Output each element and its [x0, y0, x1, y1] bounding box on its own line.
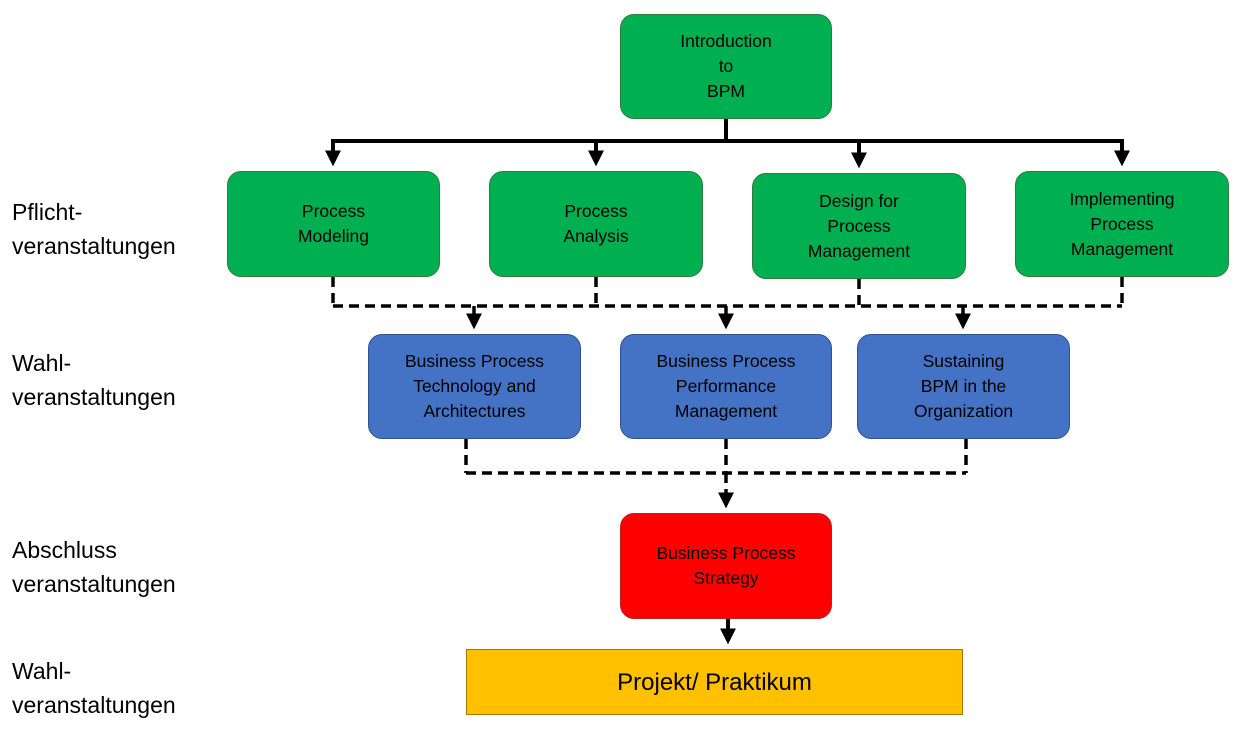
node-projekt-praktikum: Projekt/ Praktikum — [466, 649, 963, 715]
node-implementing-process-management: Implementing Process Management — [1015, 171, 1229, 277]
node-sustaining-bpm: Sustaining BPM in the Organization — [857, 334, 1070, 439]
node-design-process-management: Design for Process Management — [752, 173, 966, 279]
row-label-wahl-2: Wahl- veranstaltungen — [12, 658, 176, 718]
node-process-analysis: Process Analysis — [489, 171, 703, 277]
node-process-modeling: Process Modeling — [227, 171, 440, 277]
row-label-wahl-1: Wahl- veranstaltungen — [12, 350, 176, 410]
row-label-abschluss: Abschluss veranstaltungen — [12, 537, 176, 597]
node-intro-bpm: Introduction to BPM — [620, 14, 832, 119]
node-bp-performance-management: Business Process Performance Management — [620, 334, 832, 439]
row-label-pflicht: Pflicht- veranstaltungen — [12, 199, 176, 259]
node-bp-strategy: Business Process Strategy — [620, 513, 832, 619]
node-bp-technology-architectures: Business Process Technology and Architec… — [368, 334, 581, 439]
